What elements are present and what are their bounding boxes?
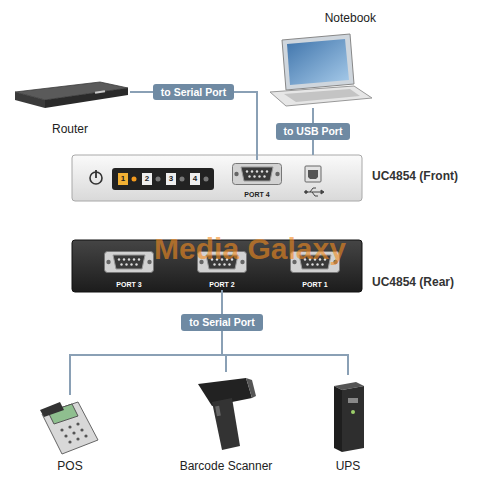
pos-icon (40, 402, 98, 454)
watermark: Media Galaxy (154, 232, 346, 265)
device-node: POS (30, 395, 110, 475)
node-label: Barcode Scanner (180, 460, 273, 474)
node-label: UC4854 (Rear) (372, 276, 454, 290)
connector-label: to Serial Port (153, 84, 234, 101)
serial-port-node: PORT 4 (227, 160, 287, 200)
led-number: 4 (193, 175, 197, 184)
node-label: PORT 2 (209, 281, 234, 289)
router-node: Router (10, 78, 130, 138)
node-label: PORT 4 (244, 191, 269, 199)
notebook-icon (270, 34, 372, 106)
connector-line (130, 92, 257, 160)
serial-port-node: PORT 3 (97, 244, 161, 290)
led-number: 2 (145, 175, 149, 184)
node-label: Notebook (325, 12, 376, 26)
usb-symbol (305, 188, 324, 196)
connector-line (70, 290, 222, 395)
front-panel-node: UC4854 (Front)PORT 4 (72, 155, 362, 201)
barcode-scanner-icon (198, 378, 256, 450)
device-node: UPS (318, 375, 378, 475)
led-number: 1 (121, 175, 125, 184)
connector-line (222, 290, 348, 375)
notebook-node: Notebook (262, 12, 380, 108)
node-label: PORT 3 (116, 281, 141, 289)
node-label: UC4854 (Front) (372, 170, 458, 184)
node-label: UPS (336, 460, 361, 474)
device-node: Barcode Scanner (170, 372, 282, 475)
connector-label: to Serial Port (181, 314, 262, 331)
connector-label: to USB Port (276, 123, 351, 140)
ups-icon (334, 382, 364, 452)
led-number: 3 (169, 175, 173, 184)
router-icon (15, 82, 128, 108)
node-label: Router (52, 123, 88, 137)
front-panel (72, 155, 362, 201)
node-label: POS (57, 460, 82, 474)
node-label: PORT 1 (302, 281, 327, 289)
